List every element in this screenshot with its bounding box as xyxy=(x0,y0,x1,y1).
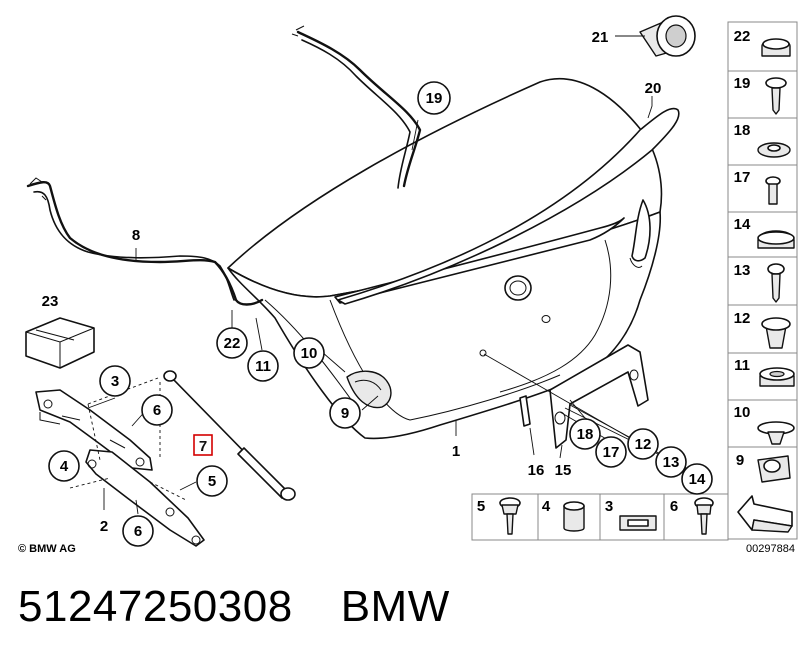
side-label-13: 13 xyxy=(734,262,751,279)
callout-4: 4 xyxy=(60,458,69,475)
side-parts-panel xyxy=(727,21,798,540)
label-8: 8 xyxy=(132,227,140,244)
callout-14: 14 xyxy=(689,471,706,488)
bottom-label-5: 5 xyxy=(477,498,485,515)
callout-11: 11 xyxy=(255,358,271,375)
gas-strut xyxy=(163,370,296,501)
side-label-12: 12 xyxy=(734,310,751,327)
label-7-highlighted: 7 xyxy=(199,438,207,455)
highlight-box xyxy=(193,434,213,456)
label-15: 15 xyxy=(555,462,572,479)
side-label-22: 22 xyxy=(734,28,751,45)
label-21: 21 xyxy=(592,29,609,46)
accessory-box xyxy=(25,317,95,369)
label-16: 16 xyxy=(528,462,545,479)
label-2: 2 xyxy=(100,518,108,535)
part-number: 51247250308 xyxy=(18,582,293,631)
footer-caption: 51247250308 BMW xyxy=(18,582,450,642)
side-label-18: 18 xyxy=(734,122,751,139)
side-label-11: 11 xyxy=(734,357,750,374)
side-label-9: 9 xyxy=(736,452,744,469)
callout-9: 9 xyxy=(341,405,349,422)
callout-22: 22 xyxy=(224,335,241,352)
label-20: 20 xyxy=(645,80,662,97)
callout-5: 5 xyxy=(208,473,216,490)
bottom-label-6: 6 xyxy=(670,498,678,515)
label-23: 23 xyxy=(42,293,59,310)
release-cable xyxy=(26,177,264,306)
callout-6-lower: 6 xyxy=(134,523,142,540)
side-label-17: 17 xyxy=(734,169,751,186)
trunk-cable xyxy=(291,25,422,189)
bottom-parts-panel xyxy=(471,493,729,541)
callout-13: 13 xyxy=(663,454,680,471)
side-label-10: 10 xyxy=(734,404,751,421)
callout-19: 19 xyxy=(426,90,443,107)
callout-18: 18 xyxy=(577,426,594,443)
plain-labels: 21 20 8 23 1 16 15 2 7 22 19 18 17 14 13… xyxy=(18,28,795,555)
callout-17: 17 xyxy=(603,444,620,461)
side-label-19: 19 xyxy=(734,75,751,92)
bracket xyxy=(519,344,649,449)
side-label-14: 14 xyxy=(734,216,751,233)
callout-3: 3 xyxy=(111,373,119,390)
bottom-label-4: 4 xyxy=(542,498,551,515)
emblem-part xyxy=(639,15,696,57)
callouts: 19 22 11 10 9 3 6 4 5 6 18 17 12 13 14 xyxy=(48,81,713,547)
callout-12: 12 xyxy=(635,436,652,453)
copyright-text: © BMW AG xyxy=(18,543,76,555)
diagram-id: 00297884 xyxy=(746,543,795,555)
brand-name: BMW xyxy=(340,582,450,631)
callout-6-upper: 6 xyxy=(153,402,161,419)
trunk-lid xyxy=(227,77,663,440)
label-1: 1 xyxy=(452,443,460,460)
bottom-label-3: 3 xyxy=(605,498,613,515)
rear-spoiler xyxy=(337,107,680,305)
callout-10: 10 xyxy=(301,345,318,362)
parts-diagram: 19 22 11 10 9 3 6 4 5 6 18 17 12 13 14 2… xyxy=(18,15,798,555)
